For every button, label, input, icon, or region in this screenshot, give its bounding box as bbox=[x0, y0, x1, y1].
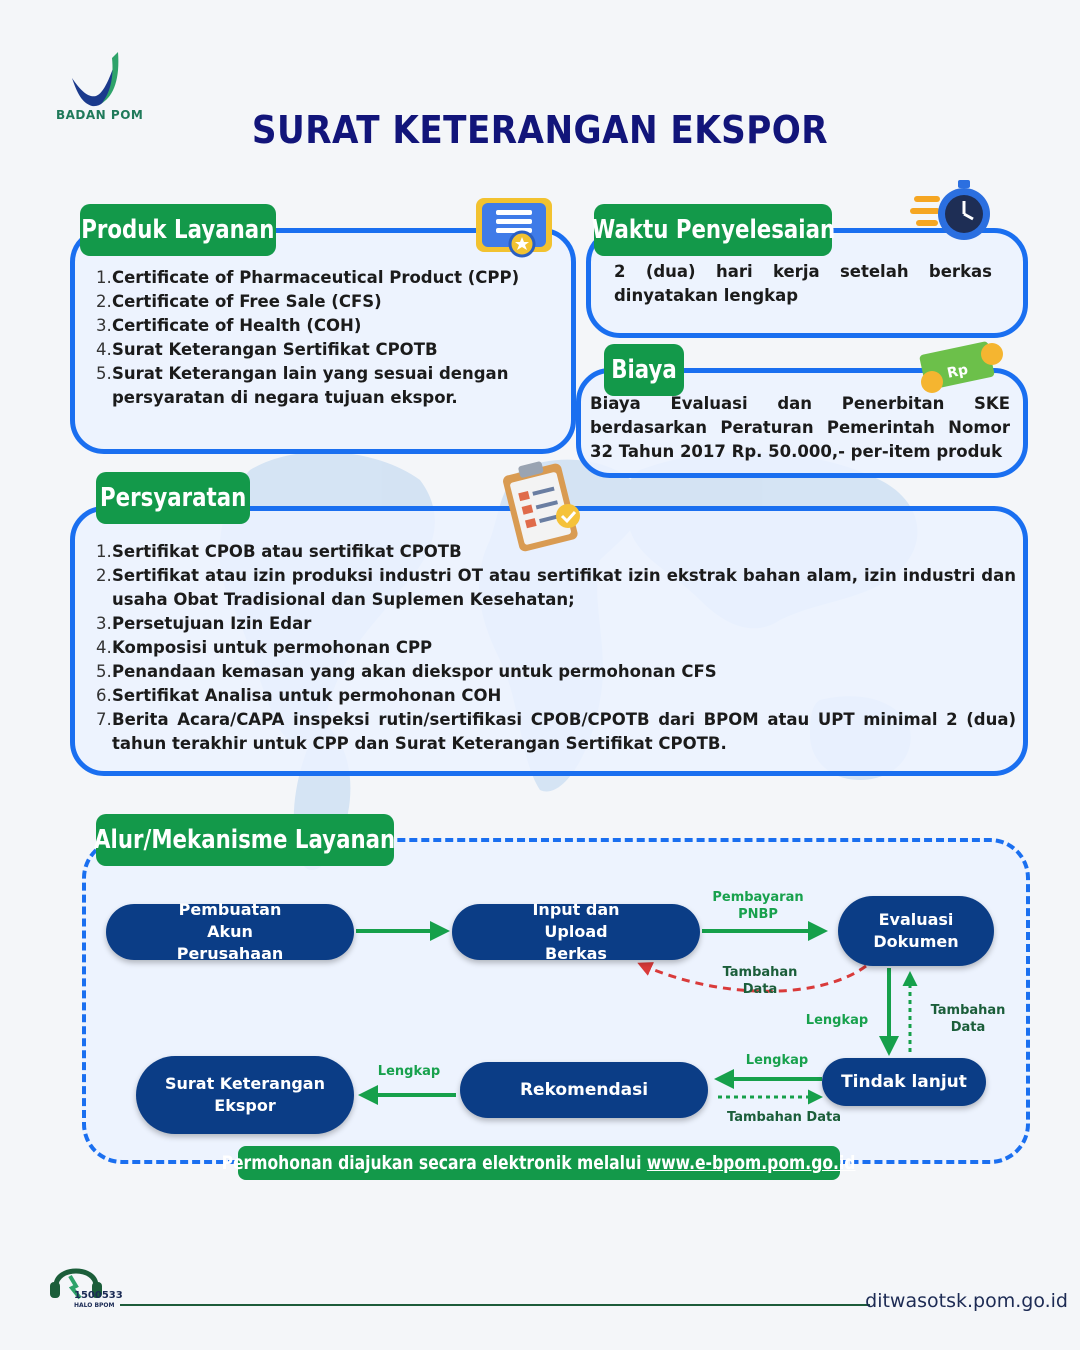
node-surat-keterangan: Surat Keterangan Ekspor bbox=[136, 1056, 354, 1134]
certificate-icon bbox=[476, 198, 552, 258]
persyaratan-list: 1.Sertifikat CPOB atau sertifikat CPOTB … bbox=[96, 540, 1016, 756]
node-rekomendasi: Rekomendasi bbox=[460, 1062, 708, 1118]
list-item: 5.Penandaan kemasan yang akan diekspor u… bbox=[96, 662, 717, 681]
node-tindak-lanjut: Tindak lanjut bbox=[822, 1058, 986, 1106]
persyaratan-card bbox=[70, 506, 1028, 776]
list-item: 6.Sertifikat Analisa untuk permohonan CO… bbox=[96, 686, 502, 705]
list-item: 3.Persetujuan Izin Edar bbox=[96, 614, 312, 633]
stopwatch-icon bbox=[910, 180, 990, 240]
edge-label-lengkap-3: Lengkap bbox=[377, 1064, 441, 1079]
list-item: 4.Komposisi untuk permohonan CPP bbox=[96, 638, 433, 657]
produk-layanan-heading: Produk Layanan bbox=[80, 204, 276, 256]
edge-label-lengkap-1: Lengkap bbox=[805, 1013, 869, 1028]
edge-label-pembayaran: Pembayaran PNBP bbox=[712, 890, 804, 922]
list-item: 2.Sertifikat atau izin produksi industri… bbox=[96, 566, 1016, 609]
arrow-evaluasi-to-input bbox=[637, 962, 867, 993]
edge-label-tambahan-data-2: Tambahan Data bbox=[930, 1003, 1006, 1035]
svg-text:1500533: 1500533 bbox=[74, 1290, 123, 1301]
hotline-headset-icon: 1500533 HALO BPOM bbox=[50, 1268, 123, 1309]
footer-divider bbox=[120, 1304, 870, 1306]
persyaratan-heading: Persyaratan bbox=[96, 472, 250, 524]
biaya-text: Biaya Evaluasi dan Penerbitan SKE berdas… bbox=[590, 394, 1010, 461]
alur-mekanisme-heading: Alur/Mekanisme Layanan bbox=[94, 814, 396, 866]
list-item: 7.Berita Acara/CAPA inspeksi rutin/serti… bbox=[96, 710, 1016, 753]
page-title: SURAT KETERANGAN EKSPOR bbox=[251, 108, 829, 152]
node-input-upload: Input dan Upload Berkas bbox=[452, 900, 700, 963]
list-item: 5.Surat Keterangan lain yang sesuai deng… bbox=[96, 364, 509, 407]
online-prefix: Permohonan diajukan secara elektronik me… bbox=[222, 1152, 642, 1174]
produk-layanan-card bbox=[70, 228, 576, 454]
waktu-penyelesaian-text: 2 (dua) hari kerja setelah berkas dinyat… bbox=[614, 262, 992, 305]
e-bpom-link[interactable]: www.e-bpom.pom.go.id bbox=[647, 1152, 856, 1174]
biaya-card bbox=[576, 368, 1028, 478]
edge-label-lengkap-2: Lengkap bbox=[745, 1053, 809, 1068]
edge-label-tambahan-data-1: Tambahan Data bbox=[722, 965, 798, 997]
waktu-penyelesaian-heading: Waktu Penyelesaian bbox=[591, 204, 835, 256]
footer-website[interactable]: ditwasotsk.pom.go.id bbox=[865, 1290, 1068, 1312]
clipboard-checklist-icon bbox=[503, 461, 580, 552]
svg-text:Rp: Rp bbox=[946, 362, 970, 382]
money-icon: Rp bbox=[919, 341, 1003, 393]
edge-label-tambahan-data-3: Tambahan Data bbox=[727, 1110, 841, 1125]
list-item: 4.Surat Keterangan Sertifikat CPOTB bbox=[96, 340, 438, 359]
node-pembuatan-akun: Pembuatan Akun Perusahaan bbox=[106, 900, 354, 963]
list-item: 2.Certificate of Free Sale (CFS) bbox=[96, 292, 382, 311]
list-item: 1.Certificate of Pharmaceutical Product … bbox=[96, 268, 520, 287]
list-item: 1.Sertifikat CPOB atau sertifikat CPOTB bbox=[96, 542, 462, 561]
svg-text:HALO BPOM: HALO BPOM bbox=[74, 1302, 115, 1309]
list-item: 3.Certificate of Health (COH) bbox=[96, 316, 362, 335]
biaya-heading: Biaya bbox=[604, 344, 684, 396]
online-application-banner: Permohonan diajukan secara elektronik me… bbox=[222, 1146, 856, 1180]
logo-text: BADAN POM bbox=[56, 108, 144, 122]
badan-pom-logo-icon bbox=[72, 52, 119, 107]
produk-layanan-list: 1.Certificate of Pharmaceutical Product … bbox=[96, 266, 526, 410]
node-evaluasi-dokumen: Evaluasi Dokumen bbox=[838, 896, 994, 966]
